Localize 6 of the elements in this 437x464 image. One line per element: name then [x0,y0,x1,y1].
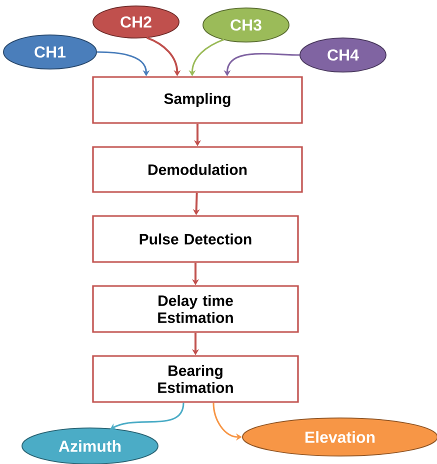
arrow [110,402,184,430]
process-box: Bearing Estimation [92,355,299,403]
process-box: Demodulation [92,146,303,193]
process-box: Sampling [92,76,303,124]
process-box: Pulse Detection [92,215,299,263]
process-box: Delay time Estimation [92,285,299,333]
